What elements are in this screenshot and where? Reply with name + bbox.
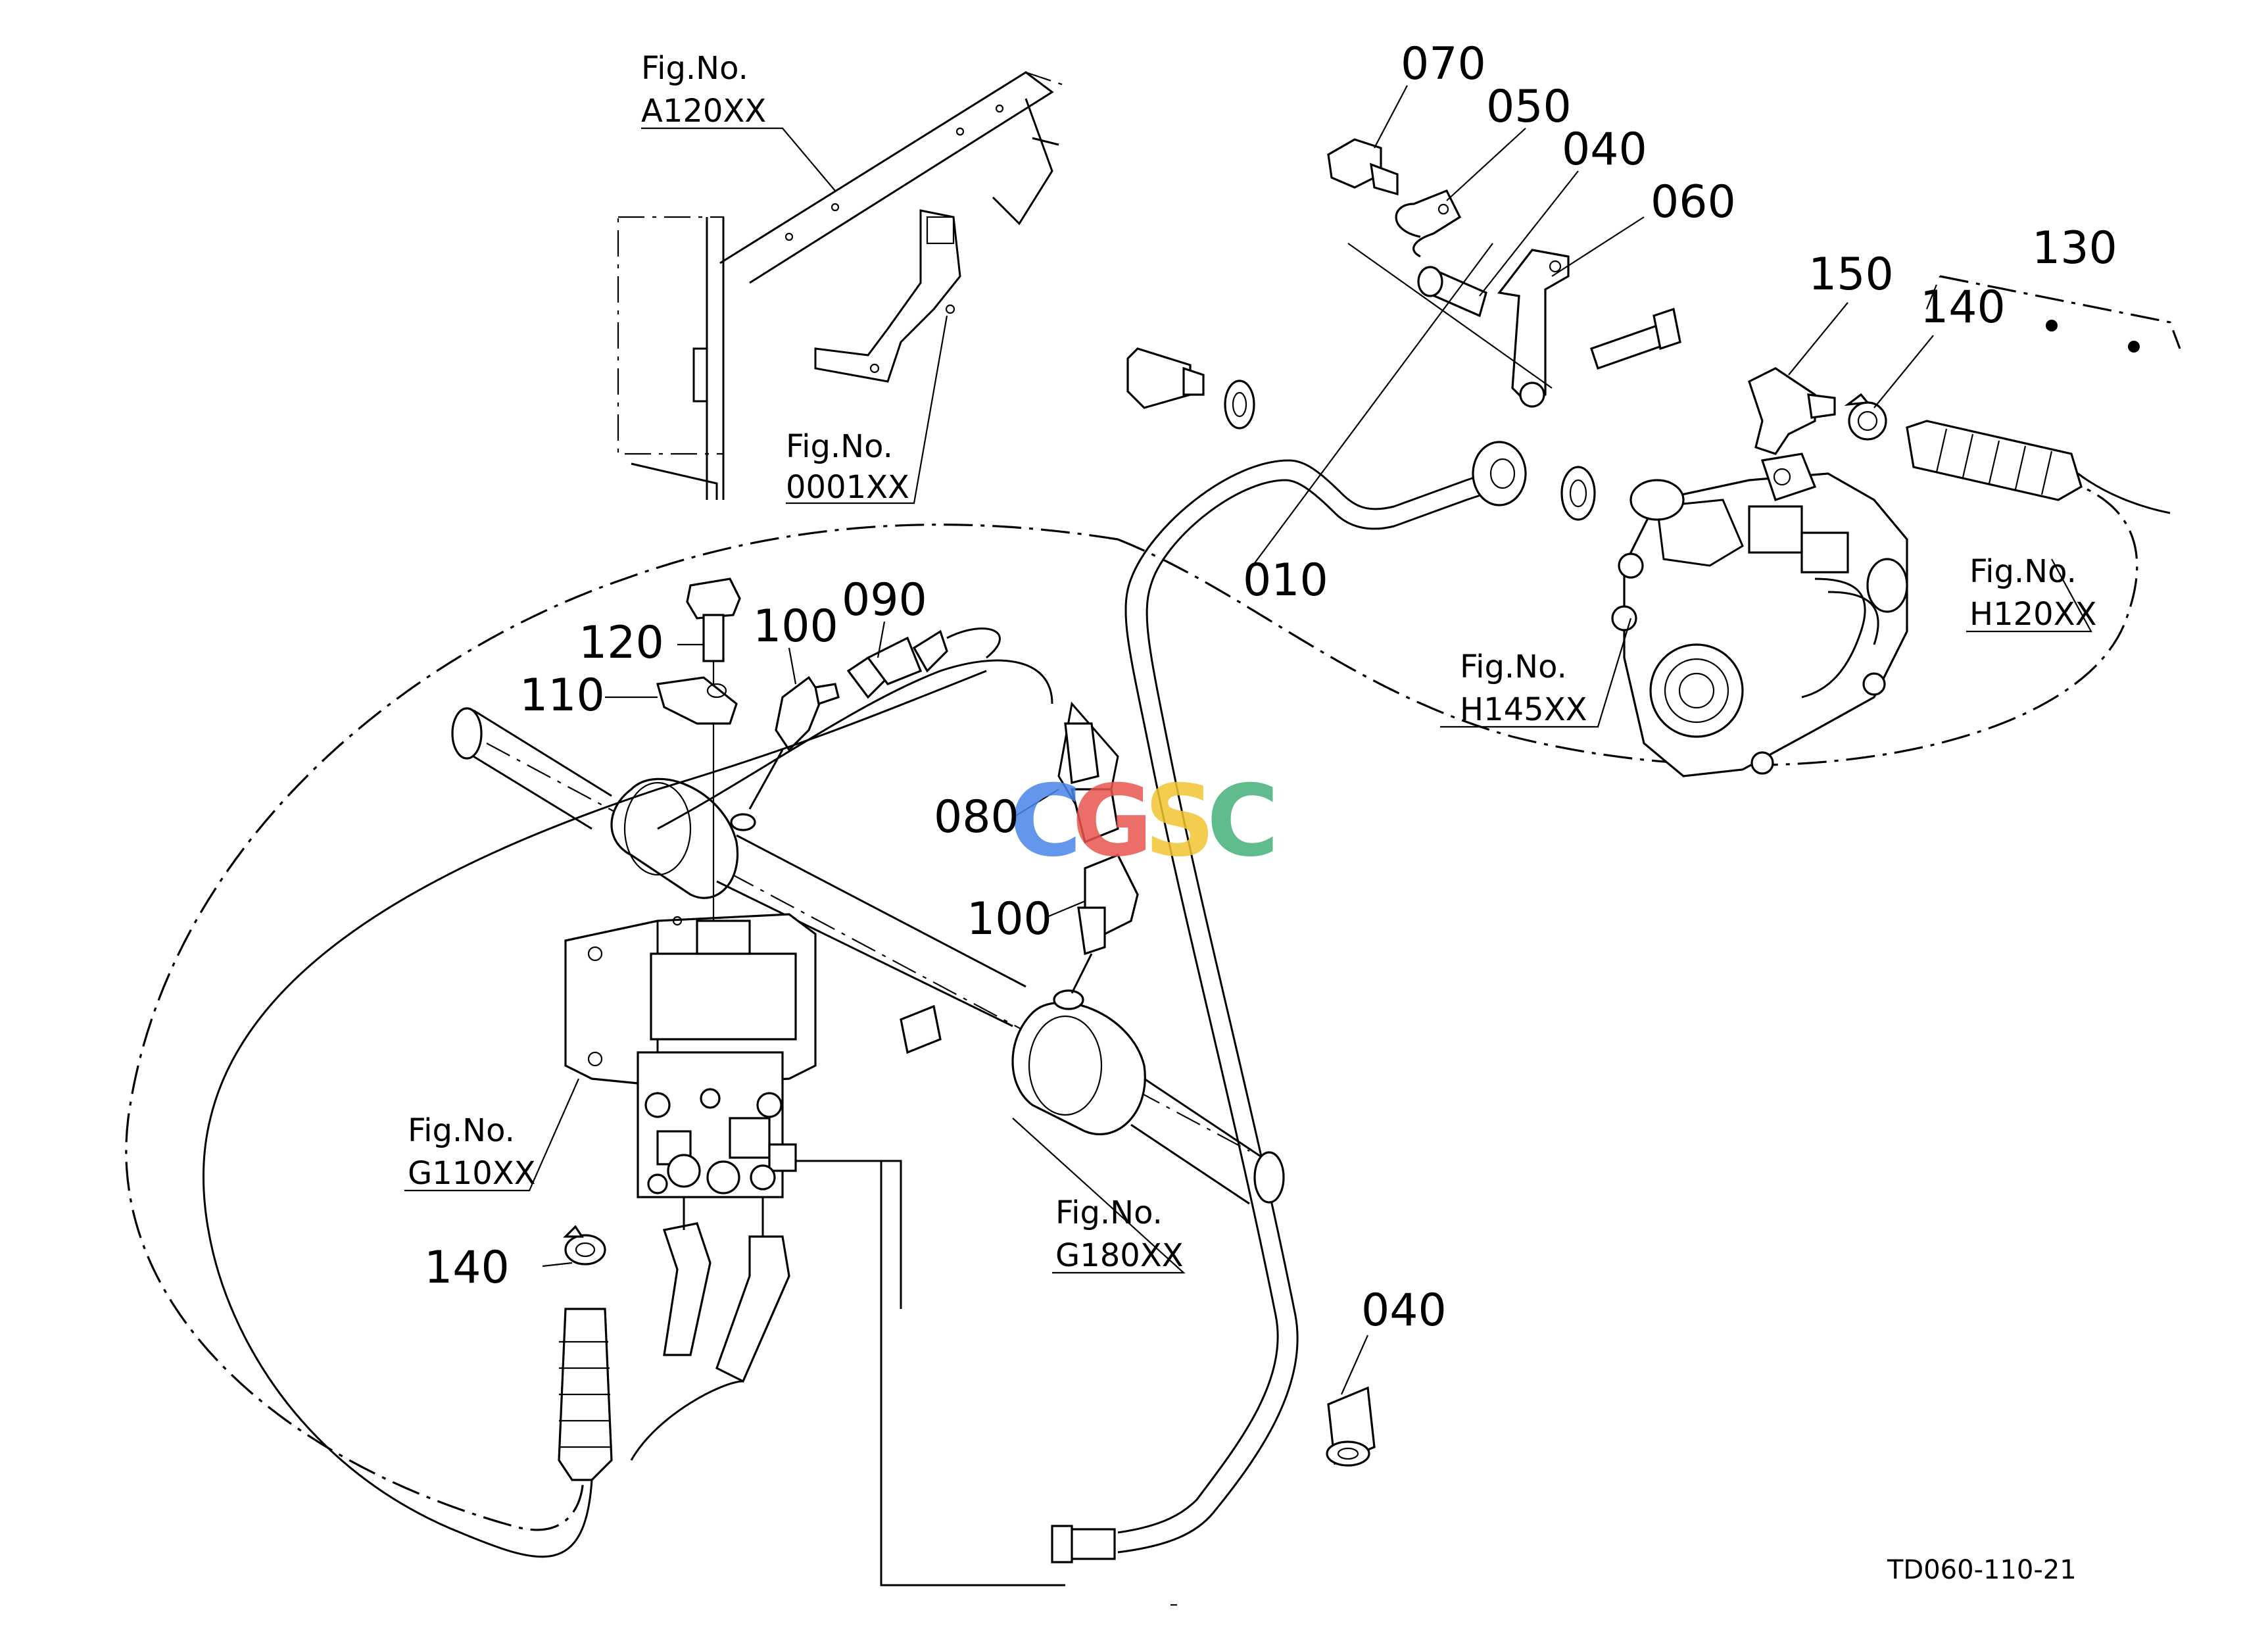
callout-110: 110	[519, 670, 605, 722]
figref-h120-label: Fig.No.	[1969, 553, 2077, 590]
hose-080	[657, 659, 1119, 844]
callout-040-bottom: 040	[1361, 1285, 1447, 1337]
figref-0001-label: Fig.No.	[786, 428, 893, 465]
figref-g110-code: G110XX	[408, 1155, 536, 1192]
lever-060	[1497, 249, 1570, 408]
elbow-150	[1748, 367, 1836, 455]
document-id: TD060-110-21	[1887, 1555, 2077, 1585]
callout-140-bottom: 140	[424, 1242, 510, 1294]
callout-090: 090	[842, 574, 927, 626]
collar-040-top	[1417, 266, 1487, 318]
figref-g180-label: Fig.No.	[1055, 1194, 1163, 1231]
bolt-070	[1327, 138, 1399, 196]
callout-150: 150	[1808, 249, 1894, 301]
figref-0001-code: 0001XX	[786, 469, 909, 506]
callout-050: 050	[1486, 81, 1572, 133]
callout-040-top: 040	[1562, 124, 1647, 176]
elbow-100-mid	[1071, 853, 1139, 994]
figref-g110-label: Fig.No.	[408, 1112, 515, 1149]
callout-070: 070	[1401, 38, 1486, 90]
clip-110	[656, 676, 738, 725]
bolt-right	[1589, 307, 1681, 370]
assembly-boundary	[125, 275, 2181, 1531]
callout-140-top: 140	[1920, 282, 2006, 333]
hose-boot-bottom	[558, 1308, 613, 1481]
collar-040-bottom	[1326, 1386, 1376, 1467]
figref-h145-label: Fig.No.	[1460, 649, 1567, 685]
hose-130	[1906, 320, 2171, 514]
cylinder-g180	[451, 707, 1285, 1205]
watermark-letter: G	[1072, 764, 1153, 879]
callout-120: 120	[579, 617, 664, 669]
callout-080: 080	[934, 791, 1019, 843]
watermark-letter: C	[1009, 764, 1082, 879]
figure-references: Fig.No. A120XX Fig.No. 0001XX Fig.No. H1…	[408, 50, 2096, 1274]
hoses-bottom	[662, 1197, 790, 1383]
callout-100-mid: 100	[967, 893, 1052, 945]
valve-g110	[564, 913, 817, 1198]
figref-h120-code: H120XX	[1969, 596, 2096, 633]
elbow-100-top	[748, 676, 840, 810]
clamp-140-top	[1844, 393, 1887, 441]
clamp-140-bottom	[563, 1225, 606, 1266]
pump-assembly	[1611, 453, 1908, 777]
figref-g180-code: G180XX	[1055, 1237, 1184, 1274]
callout-010: 010	[1243, 554, 1328, 606]
watermark-letter: C	[1207, 764, 1279, 879]
callouts: 070 050 040 060 150 140 130 010 120 100 …	[424, 38, 2117, 1337]
callout-060: 060	[1651, 176, 1736, 228]
washers-top	[1224, 380, 1596, 521]
figref-a120-label: Fig.No.	[641, 50, 748, 87]
callout-100-top: 100	[753, 601, 838, 652]
callout-130: 130	[2032, 222, 2117, 274]
figref-a120-code: A120XX	[641, 93, 766, 130]
hose-090	[846, 627, 1001, 699]
clip-050	[1395, 189, 1462, 258]
figref-h145-code: H145XX	[1460, 691, 1587, 728]
return-lines	[203, 670, 1065, 1586]
banjo-bolt	[1126, 347, 1205, 409]
watermark-letter: S	[1144, 764, 1215, 879]
frame-a120	[617, 71, 1066, 500]
pipe-end-fitting	[1051, 1525, 1116, 1563]
watermark: C G S C	[1009, 764, 1279, 879]
bracket-0001	[814, 209, 961, 383]
leader-lines	[404, 85, 2092, 1606]
pipe-010	[1117, 441, 1527, 1554]
